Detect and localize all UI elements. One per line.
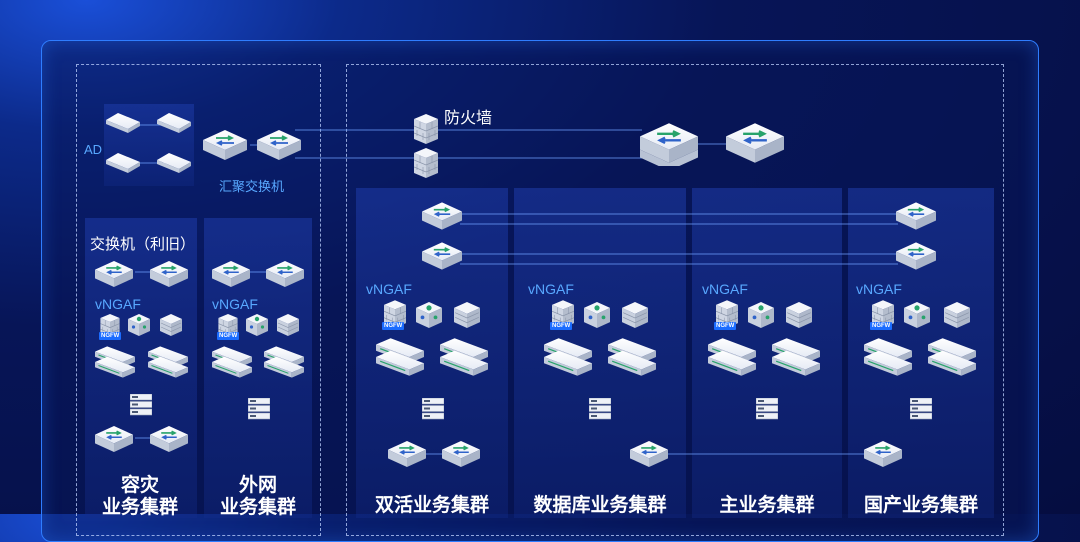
cluster-title-domestic: 国产业务集群 xyxy=(863,495,979,516)
flat-appliance-icon xyxy=(106,153,140,173)
network-switch-icon xyxy=(630,440,668,468)
cluster-title-active: 双活业务集群 xyxy=(374,495,490,516)
link-lines xyxy=(135,124,898,455)
storage-node-icon xyxy=(95,346,135,378)
rack-server-icon xyxy=(756,398,778,420)
cluster-title-dr-line1: 容灾 xyxy=(120,475,160,496)
storage-node-icon xyxy=(928,338,976,376)
cluster-title-dr-line2: 业务集群 xyxy=(101,497,179,518)
flat-appliance-icon xyxy=(157,153,191,173)
network-switch-icon xyxy=(257,130,302,161)
vngaf-label-database: vNGAF xyxy=(528,281,574,297)
network-switch-icon xyxy=(726,122,784,164)
rack-server-icon xyxy=(910,398,932,420)
firewall-brick-icon xyxy=(414,114,439,145)
virtual-machine-cube-icon xyxy=(584,302,610,328)
storage-node-icon xyxy=(440,338,488,376)
network-switch-icon xyxy=(442,440,480,468)
network-switch-icon xyxy=(422,202,462,230)
virtual-machine-cube-icon xyxy=(246,314,268,336)
aggregation-switch-label: 汇聚交换机 xyxy=(219,179,285,194)
network-switch-icon xyxy=(864,440,902,468)
ngfw-badge: NGFW xyxy=(217,332,240,340)
rack-server-icon xyxy=(422,398,444,420)
virtual-machine-cube-icon xyxy=(748,302,774,328)
disk-array-icon xyxy=(277,314,299,336)
storage-node-icon xyxy=(772,338,820,376)
network-switch-icon xyxy=(203,130,248,161)
network-switch-icon xyxy=(95,425,133,453)
network-switch-icon xyxy=(212,260,250,288)
rack-server-icon xyxy=(248,398,270,420)
storage-node-icon xyxy=(544,338,592,376)
cluster-title-extranet-line2: 业务集群 xyxy=(219,497,297,518)
disk-array-icon xyxy=(786,302,812,328)
vngaf-label-extranet: vNGAF xyxy=(212,296,258,312)
vngaf-label-main: vNGAF xyxy=(702,281,748,297)
virtual-machine-cube-icon xyxy=(416,302,442,328)
disk-array-icon xyxy=(622,302,648,328)
network-switch-icon xyxy=(640,122,698,166)
network-switch-icon xyxy=(896,202,936,230)
storage-node-icon xyxy=(212,346,252,378)
vngaf-label-dr: vNGAF xyxy=(95,296,141,312)
network-switch-icon xyxy=(896,242,936,270)
rack-server-icon xyxy=(589,398,611,420)
storage-node-icon xyxy=(148,346,188,378)
ad-label: AD xyxy=(84,142,103,157)
virtual-machine-cube-icon xyxy=(128,314,150,336)
network-switch-icon xyxy=(150,425,188,453)
disk-array-icon xyxy=(944,302,970,328)
firewall-brick-icon xyxy=(414,148,439,179)
ngfw-badge: NGFW xyxy=(550,322,573,330)
ngfw-badge: NGFW xyxy=(714,322,737,330)
ngfw-badge: NGFW xyxy=(99,332,122,340)
virtual-machine-cube-icon xyxy=(904,302,930,328)
storage-node-icon xyxy=(376,338,424,376)
cluster-title-main: 主业务集群 xyxy=(719,495,815,516)
network-switch-icon xyxy=(422,242,462,270)
disk-array-icon xyxy=(454,302,480,328)
disk-array-icon xyxy=(160,314,182,336)
network-switch-icon xyxy=(266,260,304,288)
network-switch-icon xyxy=(388,440,426,468)
network-switch-icon xyxy=(95,260,133,288)
storage-node-icon xyxy=(864,338,912,376)
flat-appliance-icon xyxy=(157,113,191,133)
cluster-title-database: 数据库业务集群 xyxy=(533,495,667,516)
ngfw-badge: NGFW xyxy=(870,322,893,330)
vngaf-label-domestic: vNGAF xyxy=(856,281,902,297)
ngfw-badge: NGFW xyxy=(382,322,405,330)
flat-appliance-icon xyxy=(106,113,140,133)
storage-node-icon xyxy=(708,338,756,376)
storage-node-icon xyxy=(264,346,304,378)
storage-node-icon xyxy=(608,338,656,376)
cluster-title-extranet-line1: 外网 xyxy=(238,475,278,496)
firewall-label: 防火墙 xyxy=(444,110,493,127)
switch-reuse-label: 交换机（利旧） xyxy=(90,236,196,253)
network-switch-icon xyxy=(150,260,188,288)
vngaf-label-active: vNGAF xyxy=(366,281,412,297)
rack-server-icon xyxy=(130,394,152,416)
